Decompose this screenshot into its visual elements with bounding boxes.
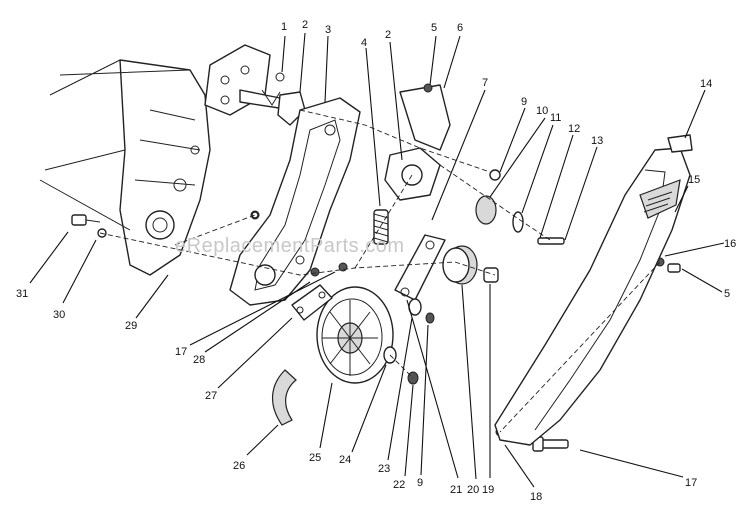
belt-cover xyxy=(494,134,693,446)
drive-plate xyxy=(229,97,361,306)
callout-24: 24 xyxy=(339,454,351,466)
callout-5b: 5 xyxy=(724,288,730,300)
callout-2b: 2 xyxy=(385,29,391,41)
idler-bracket xyxy=(384,83,451,201)
idler-pulley xyxy=(442,245,478,285)
callout-9: 9 xyxy=(521,96,527,108)
idler-arm xyxy=(394,234,446,301)
bearing-bracket xyxy=(204,44,306,126)
callout-29: 29 xyxy=(125,320,137,332)
callout-6: 6 xyxy=(457,22,463,34)
drive-pulley xyxy=(316,286,394,384)
callout-labels: 1 2 3 4 2 5 6 7 9 10 11 12 13 14 15 16 5… xyxy=(16,19,736,503)
callout-1: 1 xyxy=(281,21,287,33)
callout-17: 17 xyxy=(175,346,187,358)
callout-9b: 9 xyxy=(417,477,423,489)
watermark: eReplacementParts.com xyxy=(175,235,404,257)
spring xyxy=(373,209,389,245)
callout-23: 23 xyxy=(378,463,390,475)
callout-30: 30 xyxy=(53,309,65,321)
callout-26: 26 xyxy=(233,460,245,472)
belt xyxy=(271,369,297,426)
callout-5: 5 xyxy=(431,22,437,34)
spacers xyxy=(475,169,565,245)
callout-19: 19 xyxy=(482,484,494,496)
callout-28: 28 xyxy=(193,354,205,366)
callout-13: 13 xyxy=(591,135,603,147)
callout-27: 27 xyxy=(205,390,217,402)
callout-18: 18 xyxy=(530,491,542,503)
callout-17b: 17 xyxy=(685,477,697,489)
belt-guide xyxy=(291,284,333,321)
assembly-lines xyxy=(99,109,661,433)
bushing xyxy=(483,267,499,283)
callout-11: 11 xyxy=(550,112,561,124)
callout-20: 20 xyxy=(467,484,479,496)
callout-4: 4 xyxy=(361,37,367,49)
callout-7: 7 xyxy=(482,77,488,89)
auger-housing xyxy=(39,59,211,276)
callout-10: 10 xyxy=(536,105,548,117)
callout-3: 3 xyxy=(325,24,331,36)
callout-31: 31 xyxy=(16,288,28,300)
leader-lines xyxy=(29,32,725,488)
callout-25: 25 xyxy=(309,452,321,464)
callout-14: 14 xyxy=(700,78,712,90)
callout-16: 16 xyxy=(724,238,736,250)
callout-2: 2 xyxy=(302,19,308,31)
callout-21: 21 xyxy=(450,484,462,496)
callout-12: 12 xyxy=(568,123,580,135)
callout-22: 22 xyxy=(393,479,405,491)
callout-15: 15 xyxy=(688,174,700,186)
